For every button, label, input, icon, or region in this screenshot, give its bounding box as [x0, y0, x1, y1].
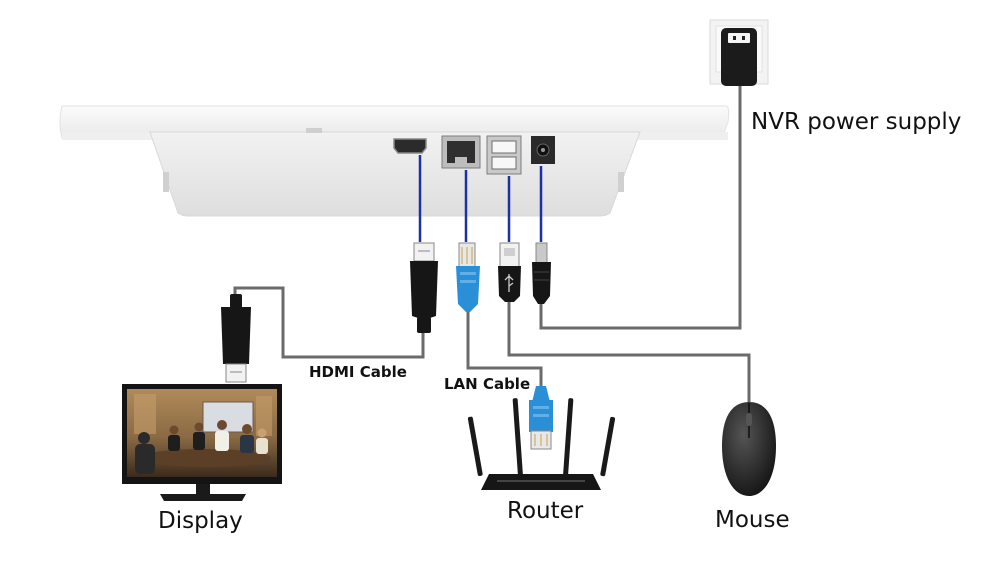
hdmi-plug-display	[221, 294, 251, 383]
dc-power-plug	[532, 242, 551, 304]
lan-port	[441, 135, 481, 169]
label-router: Router	[507, 498, 584, 524]
port-connector-lines	[418, 155, 543, 242]
labels: NVR power supply HDMI Cable LAN Cable Di…	[158, 109, 961, 534]
label-power-supply: NVR power supply	[751, 109, 961, 135]
router	[467, 398, 616, 490]
cables	[233, 86, 751, 406]
mouse	[722, 402, 776, 496]
dc-power-port	[531, 136, 555, 164]
label-display: Display	[158, 508, 243, 534]
nvr-device	[59, 105, 730, 217]
usb-ports	[486, 135, 522, 175]
lan-plug-router	[529, 386, 553, 450]
lan-plug-nvr	[456, 242, 480, 312]
label-mouse: Mouse	[715, 507, 790, 533]
label-hdmi-cable: HDMI Cable	[309, 363, 407, 381]
display-monitor	[122, 384, 282, 501]
power-adapter	[721, 28, 757, 86]
label-lan-cable: LAN Cable	[444, 375, 530, 393]
hdmi-port	[393, 138, 427, 154]
usb-plug	[498, 242, 521, 302]
hdmi-plug-nvr	[410, 242, 438, 333]
